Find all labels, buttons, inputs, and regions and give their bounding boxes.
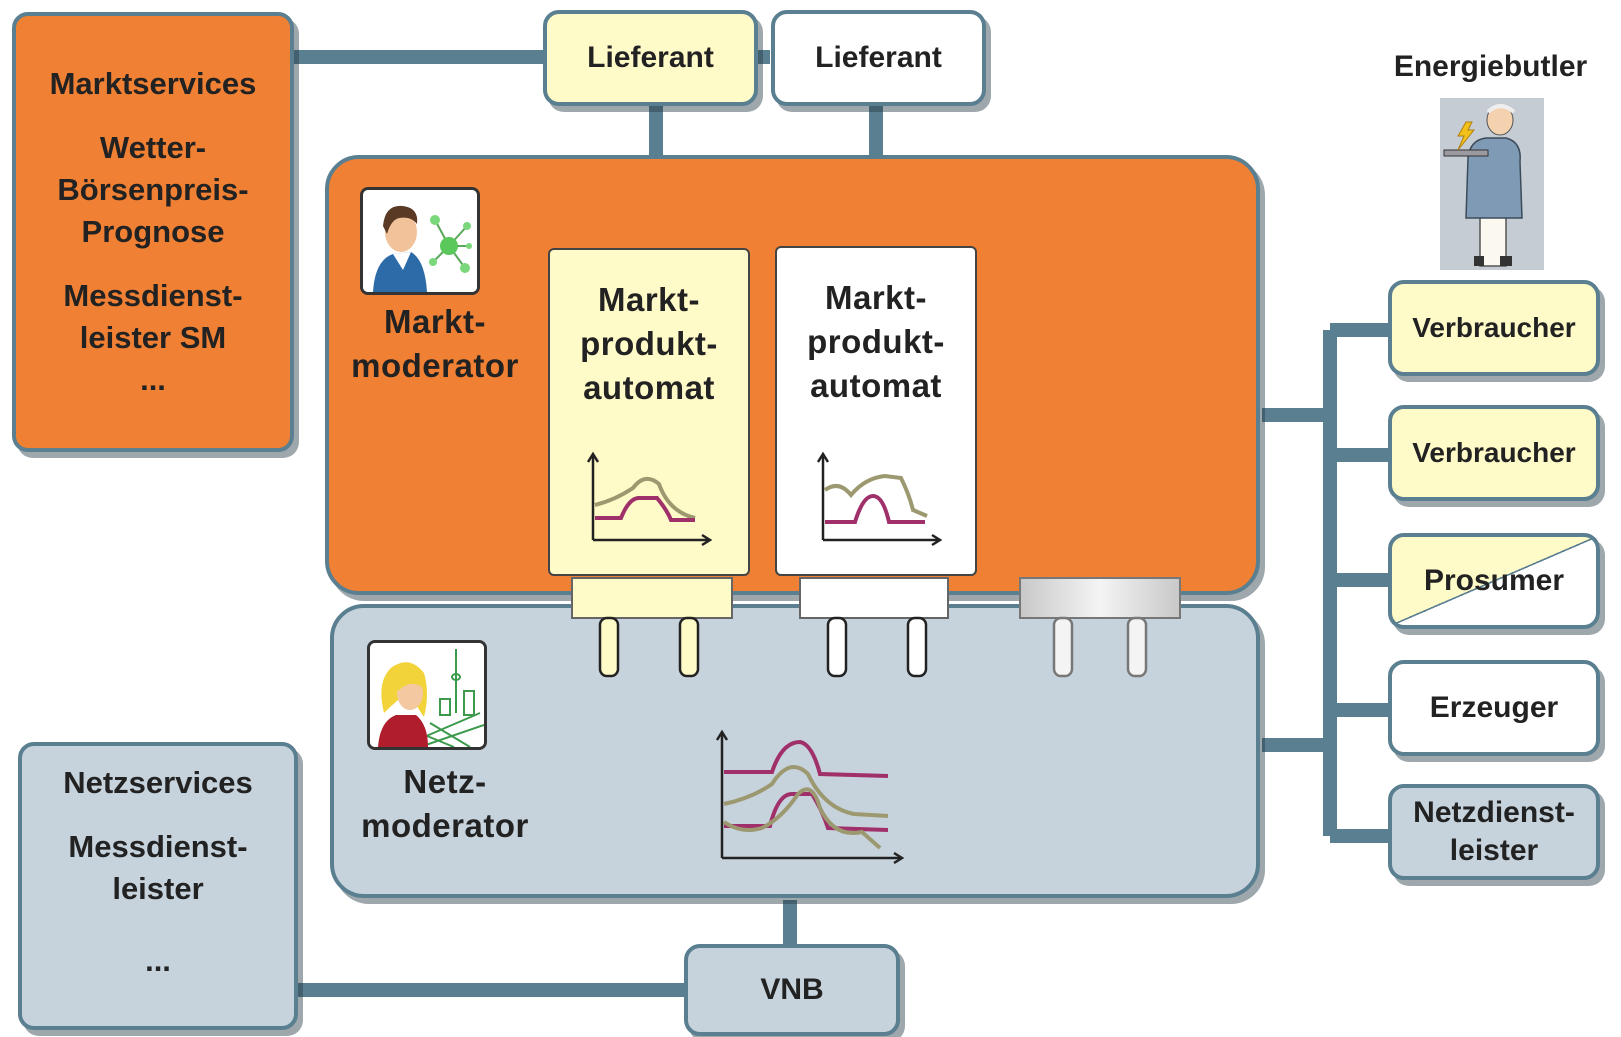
- marktprodukt-automat-2: Markt- produkt- automat: [775, 246, 977, 576]
- erzeuger-box: Erzeuger: [1388, 660, 1600, 756]
- butler-icon: [1440, 98, 1544, 270]
- prognose-text: Prognose: [81, 214, 225, 249]
- markt-moderator-avatar: [360, 187, 480, 295]
- netz-moderator-line1: Netz-: [403, 763, 487, 800]
- netzdienstleister-box: Netzdienst- leister: [1388, 784, 1600, 880]
- markt-moderator-line1: Markt-: [383, 303, 487, 340]
- man-network-icon: [363, 190, 477, 292]
- verbraucher-label: Verbraucher: [1412, 312, 1576, 343]
- netz-moderator-avatar: [367, 640, 487, 750]
- netzdienstleister-line1: Netzdienst-: [1413, 796, 1575, 829]
- messdienst-text: Messdienst-: [68, 829, 248, 864]
- automat-1-text: Markt- produkt- automat: [550, 278, 748, 410]
- marktservices-box: Marktservices Wetter- Börsenpreis- Progn…: [12, 12, 294, 452]
- netz-curve-chart: [715, 729, 905, 865]
- messdienst-text: Messdienst-: [63, 278, 243, 313]
- ellipsis-text: ...: [145, 943, 171, 978]
- netzservices-title: Netzservices: [63, 765, 253, 800]
- markt-moderator-line2: moderator: [351, 347, 519, 384]
- automat-2-text: Markt- produkt- automat: [777, 276, 975, 408]
- vnb-box: VNB: [684, 944, 900, 1036]
- automat-2-line2: produkt-: [807, 323, 945, 360]
- plug-empty: [1019, 577, 1181, 678]
- wetter-text: Wetter-: [99, 130, 207, 165]
- leister-sm-text: leister SM: [79, 320, 227, 355]
- marktservices-title: Marktservices: [49, 66, 257, 101]
- automat-2-line3: automat: [810, 367, 942, 404]
- marktprodukt-automat-1: Markt- produkt- automat: [548, 248, 750, 576]
- lieferant-box-1: Lieferant: [543, 10, 758, 106]
- leister-text: leister: [112, 871, 204, 906]
- lieferant-label: Lieferant: [587, 41, 714, 74]
- lieferant-label: Lieferant: [815, 41, 942, 74]
- woman-city-icon: [370, 643, 484, 747]
- netz-moderator-panel: [330, 604, 1260, 898]
- plug-2: [799, 577, 949, 678]
- automat-2-curve-chart: [816, 451, 943, 547]
- ellipsis-text: ...: [140, 362, 166, 397]
- energiebutler-label: Energiebutler: [1393, 50, 1588, 83]
- automat-1-line1: Markt-: [597, 281, 701, 318]
- automat-1-curve-chart: [586, 451, 713, 547]
- verbraucher-box-2: Verbraucher: [1388, 405, 1600, 501]
- netzdienstleister-line2: leister: [1449, 834, 1539, 867]
- erzeuger-label: Erzeuger: [1429, 691, 1559, 724]
- automat-1-line3: automat: [583, 369, 715, 406]
- boersenpreis-text: Börsenpreis-: [57, 172, 249, 207]
- prosumer-box: Prosumer: [1388, 533, 1600, 629]
- netz-moderator-line2: moderator: [361, 807, 529, 844]
- netz-moderator-label: Netz- moderator: [340, 760, 550, 848]
- prosumer-label: Prosumer: [1423, 564, 1565, 597]
- verbraucher-box-1: Verbraucher: [1388, 280, 1600, 376]
- markt-moderator-label: Markt- moderator: [330, 300, 540, 388]
- verbraucher-label: Verbraucher: [1412, 437, 1576, 468]
- plug-1: [571, 577, 733, 678]
- lieferant-box-2: Lieferant: [771, 10, 986, 106]
- automat-2-line1: Markt-: [824, 279, 928, 316]
- netzservices-box: Netzservices Messdienst- leister ...: [18, 742, 298, 1030]
- vnb-label: VNB: [760, 973, 824, 1006]
- automat-1-line2: produkt-: [580, 325, 718, 362]
